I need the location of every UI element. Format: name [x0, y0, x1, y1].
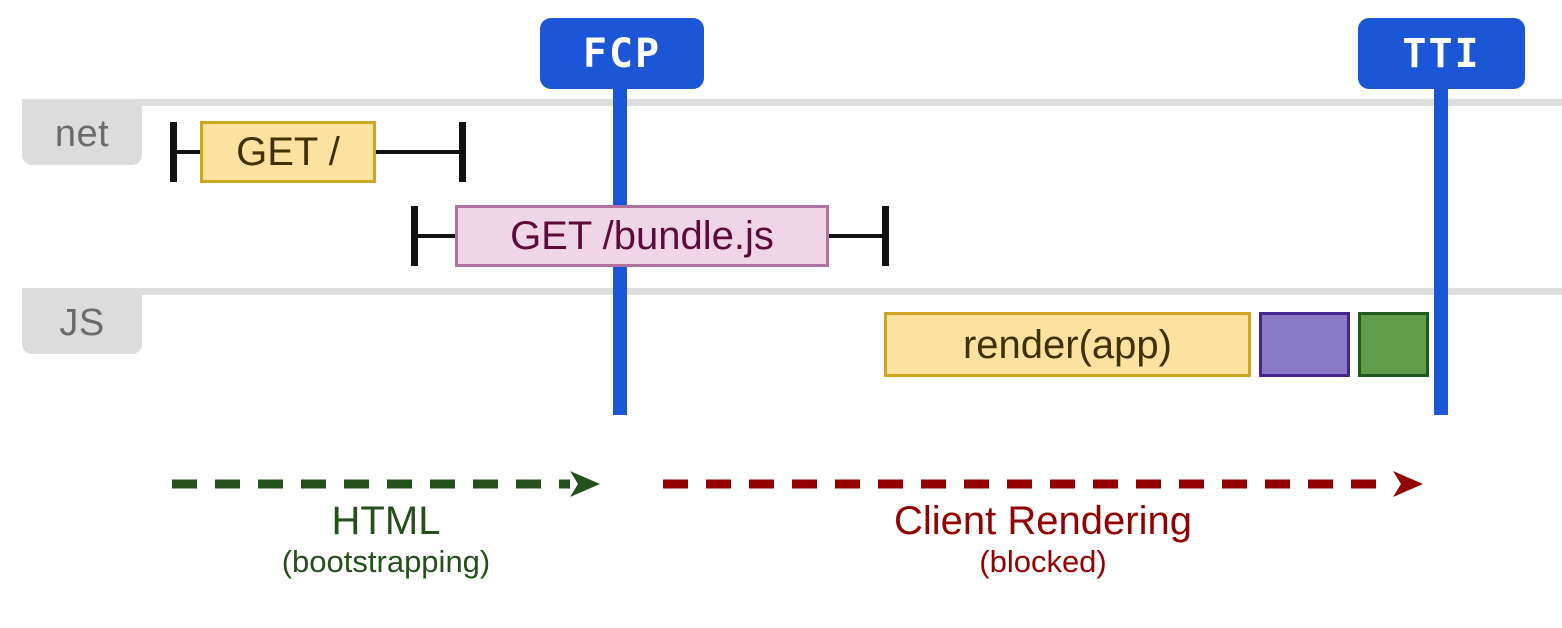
whisker-line-end-get-root [370, 150, 466, 154]
whisker-line-start-get-root [170, 150, 208, 154]
marker-badge-tti[interactable]: TTI [1358, 18, 1525, 89]
network-request-get-root[interactable]: GET / [200, 121, 376, 183]
phase-html: HTML (bootstrapping) [172, 470, 600, 579]
js-task-render-app-label: render(app) [962, 322, 1172, 367]
network-request-get-bundle[interactable]: GET /bundle.js [455, 205, 829, 267]
marker-line-tti [1434, 76, 1448, 415]
whisker-cap-end-get-bundle [882, 206, 889, 266]
marker-badge-fcp-label: FCP [582, 30, 662, 77]
js-task-green[interactable] [1358, 312, 1429, 377]
dashed-arrow-icon-client [663, 471, 1423, 497]
phase-client-rendering: Client Rendering (blocked) [663, 470, 1423, 579]
lane-label-net: net [22, 103, 142, 165]
phase-html-subtitle: (bootstrapping) [281, 544, 491, 580]
js-task-render-app[interactable]: render(app) [884, 312, 1251, 377]
phase-client-subtitle: (blocked) [979, 544, 1107, 580]
whisker-cap-end-get-root [459, 122, 466, 182]
lane-divider-js [22, 288, 1562, 295]
phase-html-title: HTML [331, 499, 441, 543]
js-task-purple[interactable] [1259, 312, 1350, 377]
lane-label-net-text: net [54, 113, 110, 155]
dashed-arrow-icon-html [172, 471, 600, 497]
lane-label-js-text: JS [59, 302, 105, 344]
whisker-line-start-get-bundle [411, 234, 463, 238]
phase-client-title: Client Rendering [894, 499, 1192, 543]
lane-divider-net [22, 99, 1562, 106]
network-request-get-root-label: GET / [236, 130, 340, 174]
marker-badge-tti-label: TTI [1402, 30, 1481, 77]
whisker-line-end-get-bundle [823, 234, 886, 238]
marker-badge-fcp[interactable]: FCP [540, 18, 704, 89]
network-request-get-bundle-label: GET /bundle.js [510, 214, 774, 258]
lane-label-js: JS [22, 292, 142, 354]
